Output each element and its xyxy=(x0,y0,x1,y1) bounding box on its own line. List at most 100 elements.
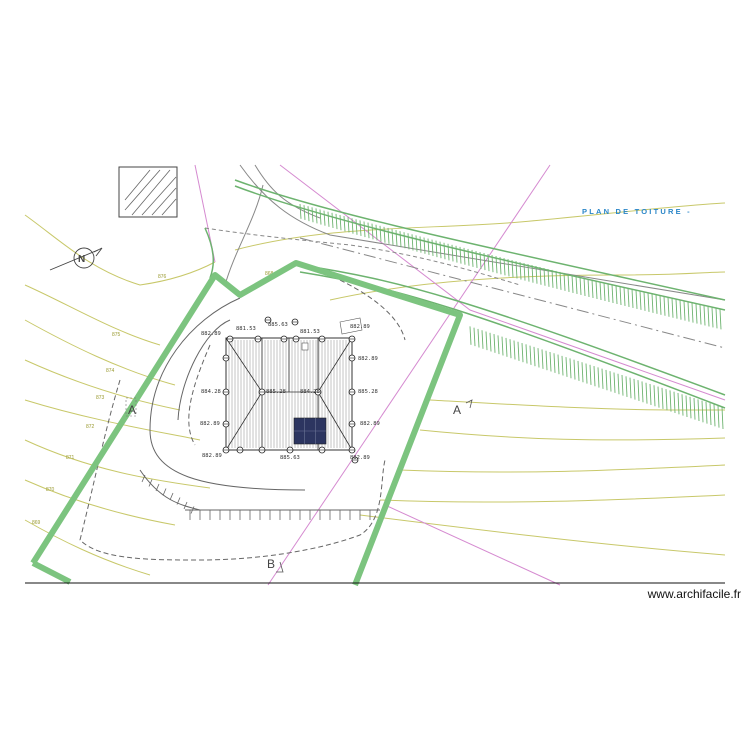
hatch-tick xyxy=(371,223,374,240)
hatch-tick xyxy=(481,330,484,349)
hatch-tick xyxy=(547,268,550,287)
hatch-tick xyxy=(387,227,390,244)
hatch-tick xyxy=(471,249,474,267)
hatch-tick xyxy=(521,343,524,363)
hatch-tick xyxy=(495,256,498,274)
hatch-tick xyxy=(553,353,556,373)
hatch-tick xyxy=(639,290,642,310)
hatch-tick xyxy=(489,332,492,352)
hatch-tick xyxy=(655,294,658,314)
hatch-tick xyxy=(677,392,680,415)
section-label-b: B xyxy=(267,557,275,571)
hatch-tick xyxy=(559,271,562,290)
hatch-tick xyxy=(148,479,153,487)
hatch-tick xyxy=(693,398,696,420)
elevation-label: 882.89 xyxy=(202,453,222,459)
hatch-tick xyxy=(671,298,674,318)
hatch-tick xyxy=(415,235,418,252)
hatch-tick xyxy=(525,344,528,364)
hatch-tick xyxy=(375,224,378,241)
hatch-tick xyxy=(469,326,472,345)
hatch-tick xyxy=(359,220,362,236)
hatch-tick xyxy=(435,240,438,258)
hatch-tick xyxy=(307,206,310,222)
hatch-tick xyxy=(487,253,490,272)
hatch-tick xyxy=(509,339,512,359)
elevation-label: 881.53 xyxy=(300,329,320,335)
hatch-tick xyxy=(555,270,558,289)
parcel-boundary-bottom xyxy=(31,560,72,585)
road-embankments xyxy=(204,179,726,409)
hatch-tick xyxy=(515,261,518,279)
hatch-tick xyxy=(473,327,476,347)
hatch-tick xyxy=(685,395,688,417)
hatch-tick xyxy=(367,222,370,239)
hatch-tick xyxy=(537,348,540,368)
hatch-tick xyxy=(511,260,514,278)
contour-label: 872 xyxy=(86,424,95,430)
hatch-tick xyxy=(483,252,486,271)
hatch-tick xyxy=(707,306,710,327)
hatch-tick xyxy=(577,360,580,381)
contour-label: 873 xyxy=(96,395,105,401)
hatch-tick xyxy=(363,221,366,238)
elevation-markers xyxy=(222,316,359,464)
hatch-tick xyxy=(697,399,700,421)
hatch-tick xyxy=(643,291,646,311)
hatch-tick xyxy=(575,275,578,294)
hatch-tick xyxy=(571,274,574,293)
section-label-a-left: A xyxy=(128,403,136,417)
hatch-tick xyxy=(545,350,548,371)
hatch-tick xyxy=(523,263,526,281)
road-outline xyxy=(204,164,726,349)
section-b: B xyxy=(267,557,284,573)
hatch-tick xyxy=(505,337,508,357)
hatch-tick xyxy=(519,262,522,280)
hatch-tick xyxy=(709,403,712,426)
contour-label: 876 xyxy=(158,274,167,280)
hatch-tick xyxy=(719,309,722,330)
house-roof xyxy=(225,317,363,451)
hatch-tick xyxy=(190,506,195,514)
hatch-tick xyxy=(703,305,706,326)
hatch-tick xyxy=(583,277,586,296)
hatch-tick xyxy=(176,497,181,505)
hatch-tick xyxy=(645,382,648,404)
hatch-tick xyxy=(501,336,504,356)
hatch-tick xyxy=(619,286,622,305)
elevation-label: 882.89 xyxy=(200,421,220,427)
hatch-tick xyxy=(609,371,612,392)
hatch-tick xyxy=(625,376,628,397)
hatch-tick xyxy=(701,400,704,423)
embankment-ticks-lower xyxy=(469,326,724,430)
hatch-tick xyxy=(687,302,690,322)
hatch-tick xyxy=(565,357,568,377)
hatch-tick xyxy=(411,234,414,251)
hatch-tick xyxy=(315,208,318,224)
retaining-wall-dashed xyxy=(79,279,406,561)
hatch-tick xyxy=(477,328,480,348)
neighbor-building xyxy=(118,166,178,218)
hatch-tick xyxy=(633,378,636,400)
hatch-tick xyxy=(155,483,160,492)
hatch-tick xyxy=(599,281,602,301)
hatch-tick xyxy=(715,308,718,329)
elevation-label: 885.28 xyxy=(266,389,286,395)
hatch-tick xyxy=(541,349,544,369)
hatch-tick xyxy=(647,292,650,312)
hatch-tick xyxy=(629,377,632,399)
parcel-boundary xyxy=(30,260,463,587)
hatch-tick xyxy=(681,394,684,416)
hatch-tick xyxy=(601,368,604,389)
hatch-tick xyxy=(637,380,640,401)
hatch-tick xyxy=(323,210,326,226)
hatch-tick xyxy=(339,214,342,231)
contour-label: 870 xyxy=(46,487,55,493)
hatch-tick xyxy=(593,366,596,387)
hatch-tick xyxy=(491,255,494,273)
hatch-tick xyxy=(451,244,454,262)
hatch-tick xyxy=(665,389,668,411)
watermark-credit: www.archifacile.fr xyxy=(647,587,741,601)
hatch-tick xyxy=(513,340,516,360)
hatch-tick xyxy=(683,301,686,321)
